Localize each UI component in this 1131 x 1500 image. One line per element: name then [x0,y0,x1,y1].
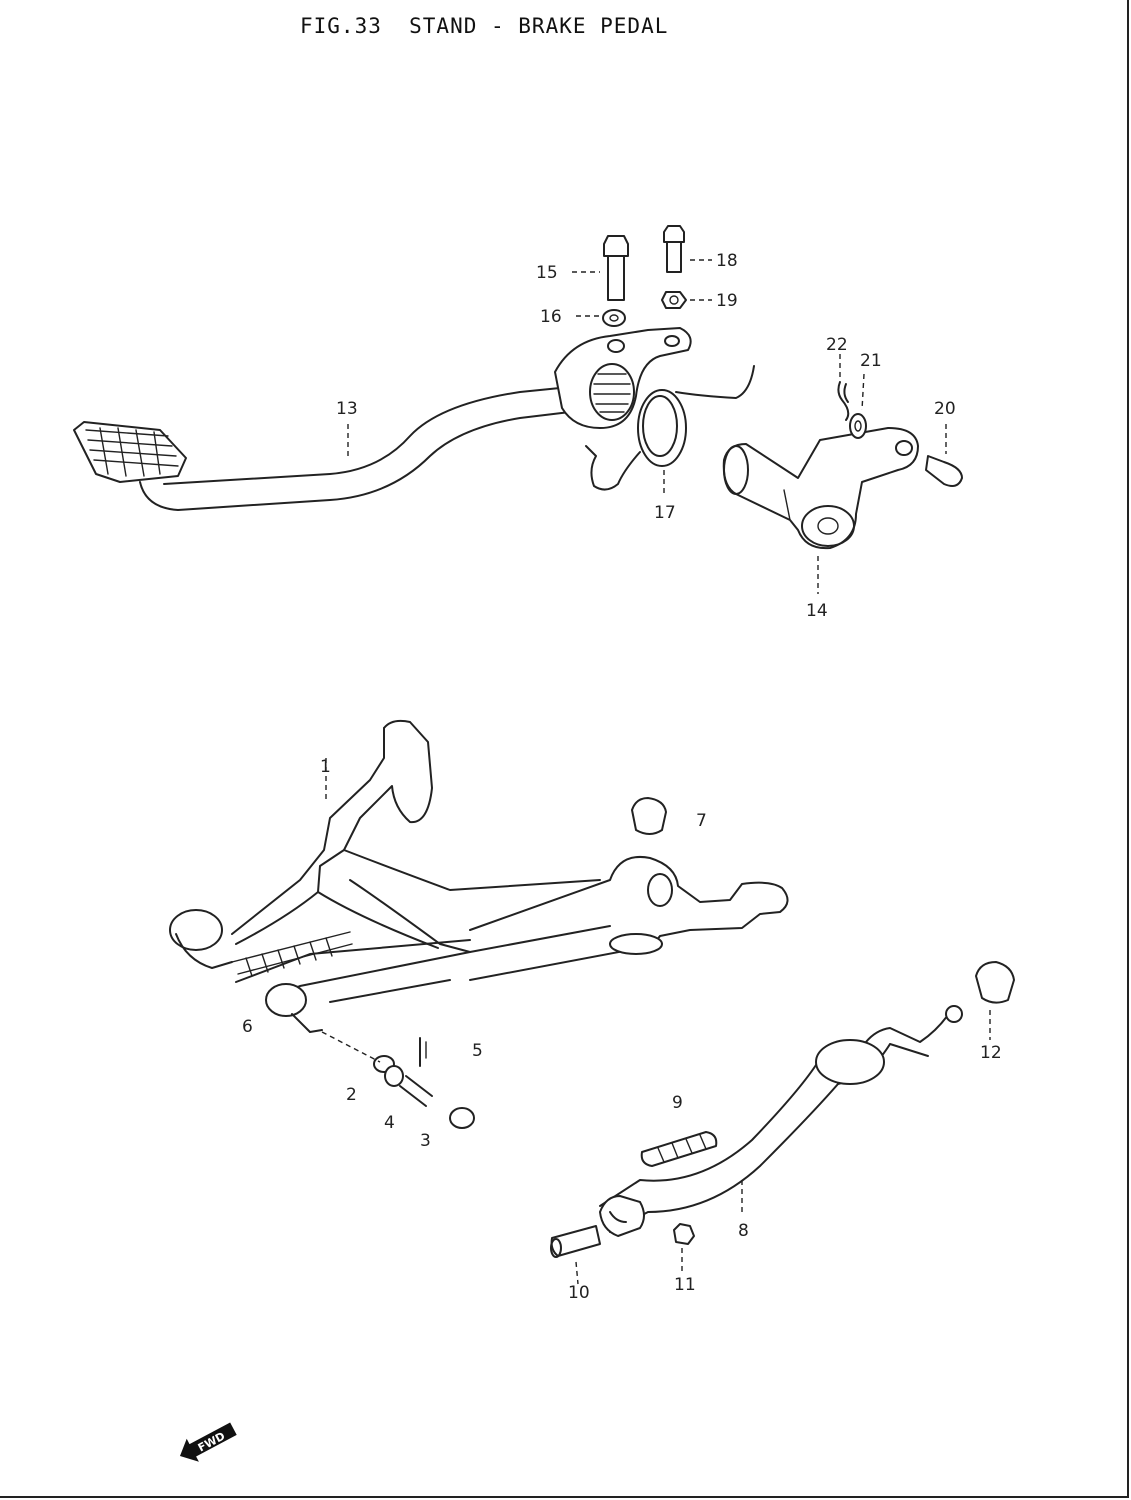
callout-22: 22 [826,335,848,355]
pin-part-20 [925,455,963,487]
callout-12: 12 [980,1043,1002,1063]
return-spring-part-17 [585,365,755,491]
callout-3: 3 [420,1131,431,1151]
bolt-part-18 [663,225,685,273]
callout-11: 11 [674,1275,696,1295]
spring-part-9 [640,1131,718,1167]
side-stand-part-8 [599,1005,963,1237]
callout-labels: 1 2 3 4 5 6 7 8 9 10 11 12 13 14 15 16 1… [242,251,1002,1303]
callout-16: 16 [540,307,562,327]
nut-part-11 [673,1223,695,1245]
callout-20: 20 [934,399,956,419]
brake-pedal-part-13 [73,327,692,511]
figure-title: FIG.33 STAND - BRAKE PEDAL [300,14,669,38]
bolt-part-10 [550,1225,601,1258]
washer-part-16 [602,309,626,327]
washer-part-21 [849,413,867,439]
callout-5: 5 [472,1041,483,1061]
bolt-part-15 [603,235,629,301]
bolt-part-3 [399,1075,475,1129]
callout-2: 2 [346,1085,357,1105]
callout-10: 10 [568,1283,590,1303]
forward-direction-arrow: FWD [179,1422,237,1462]
cap-part-12 [975,961,1015,1004]
callout-17: 17 [654,503,676,523]
callout-4: 4 [384,1113,395,1133]
cotter-pin-part-22 [837,381,850,421]
callout-7: 7 [696,811,707,831]
callout-15: 15 [536,263,558,283]
callout-13: 13 [336,399,358,419]
callout-1: 1 [320,757,331,777]
callout-9: 9 [672,1093,683,1113]
center-stand-part-1 [169,719,789,1003]
assembly-line [321,1031,381,1063]
callout-14: 14 [806,601,828,621]
callout-8: 8 [738,1221,749,1241]
callout-21: 21 [860,351,882,371]
washer-part-4 [384,1065,404,1087]
pedal-shaft-part-14 [722,427,919,550]
callout-18: 18 [716,251,738,271]
leader-lines [325,259,991,1285]
pin-part-5 [419,1037,427,1067]
cap-part-7 [631,797,667,835]
callout-19: 19 [716,291,738,311]
pivot-part-6 [265,983,323,1033]
nut-part-19 [661,291,687,309]
callout-6: 6 [242,1017,253,1037]
